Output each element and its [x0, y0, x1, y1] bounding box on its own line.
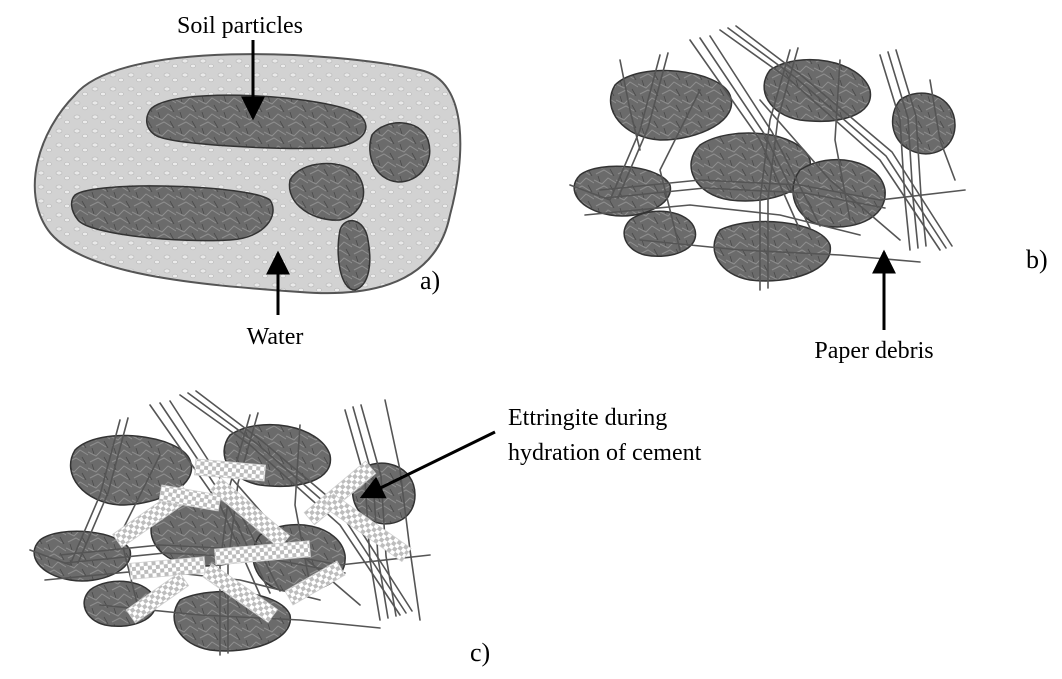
- panel-b-label: b): [1026, 245, 1048, 274]
- paper-debris-label: Paper debris: [814, 338, 933, 364]
- soil-particle: [624, 211, 695, 256]
- water-label: Water: [247, 324, 304, 350]
- panel-c-label: c): [470, 638, 490, 667]
- ettringite-label-line2: hydration of cement: [508, 440, 702, 466]
- soil-particles-label: Soil particles: [177, 13, 303, 39]
- soil-particles: [574, 60, 955, 281]
- panel-a: Soil particles Water a): [35, 13, 461, 350]
- soil-particle: [370, 123, 430, 182]
- ettringite-needle: [129, 557, 205, 579]
- panel-c: Ettringite during hydration of cement c): [30, 391, 702, 667]
- panel-a-label: a): [420, 266, 440, 295]
- ettringite-label-line1: Ettringite during: [508, 405, 667, 431]
- soil-particle: [174, 592, 290, 651]
- panel-b: Paper debris b): [570, 26, 1048, 364]
- paper-fibers: [570, 26, 965, 290]
- paper-fiber: [880, 55, 910, 250]
- soil-particle: [338, 221, 370, 290]
